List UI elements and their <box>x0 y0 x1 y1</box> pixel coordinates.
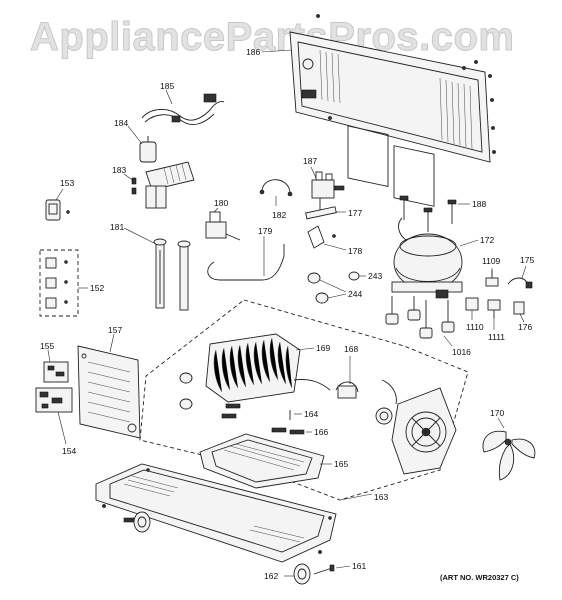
part-thermostat-wire[interactable] <box>259 179 293 197</box>
callout-162: 162 <box>264 571 278 581</box>
part-rating-plate[interactable] <box>77 345 141 439</box>
callout-164: 164 <box>304 409 318 419</box>
callout-180: 180 <box>214 198 228 208</box>
part-harness-175[interactable] <box>507 277 533 289</box>
part-capacitor-1111[interactable] <box>487 299 501 318</box>
part-drain-pan[interactable] <box>199 433 325 489</box>
callout-169: 169 <box>316 343 330 353</box>
part-fan-shroud[interactable] <box>391 387 457 475</box>
callout-177: 177 <box>348 208 362 218</box>
callout-175: 175 <box>520 255 534 265</box>
part-fan-motor[interactable] <box>335 379 397 425</box>
callout-179: 179 <box>258 226 272 236</box>
part-axle-161[interactable] <box>313 564 335 575</box>
part-screws-166[interactable] <box>271 427 305 435</box>
part-fan-blade[interactable] <box>482 430 536 481</box>
part-compressor-grommets[interactable] <box>385 296 455 339</box>
callout-152: 152 <box>90 283 104 293</box>
part-damper[interactable] <box>205 211 241 241</box>
callout-181: 181 <box>110 222 124 232</box>
callout-1111: 1111 <box>488 332 505 342</box>
callout-165: 165 <box>334 459 348 469</box>
callout-1109: 1109 <box>482 256 501 266</box>
watermark-text: AppliancePartsPros.com <box>30 15 515 59</box>
part-main-board-154[interactable] <box>35 387 73 413</box>
callout-153: 153 <box>60 178 74 188</box>
part-capacitor[interactable] <box>139 136 157 163</box>
callout-170: 170 <box>490 408 504 418</box>
callout-1016: 1016 <box>452 347 471 357</box>
callout-186: 186 <box>246 47 260 57</box>
callout-166: 166 <box>314 427 328 437</box>
callout-183: 183 <box>112 165 126 175</box>
callout-188: 188 <box>472 199 486 209</box>
callout-161: 161 <box>352 561 366 571</box>
callout-1110: 1110 <box>466 322 484 332</box>
callout-182: 182 <box>272 210 286 220</box>
callout-157: 157 <box>108 325 122 335</box>
part-coil-grommets[interactable] <box>179 372 193 410</box>
callout-178: 178 <box>348 246 362 256</box>
part-drain-tubes[interactable] <box>153 238 191 311</box>
callout-172: 172 <box>480 235 494 245</box>
part-capillary-tube[interactable] <box>207 244 285 281</box>
part-relay-assembly[interactable] <box>131 161 195 209</box>
part-screws-188[interactable] <box>399 195 457 232</box>
part-tube-177[interactable] <box>305 206 337 220</box>
callout-163: 163 <box>374 492 388 502</box>
callout-185: 185 <box>160 81 174 91</box>
callout-244: 244 <box>348 289 362 299</box>
part-compressor[interactable] <box>391 217 463 299</box>
part-valve[interactable] <box>311 171 345 212</box>
callout-243: 243 <box>368 271 382 281</box>
part-roller-162[interactable] <box>293 563 311 585</box>
part-clip[interactable] <box>45 199 70 221</box>
callout-168: 168 <box>344 344 358 354</box>
part-control-board-155[interactable] <box>43 361 69 383</box>
part-base-pan[interactable] <box>95 463 337 563</box>
callout-154: 154 <box>62 446 76 456</box>
part-grommet-243[interactable] <box>348 271 360 281</box>
callout-187: 187 <box>303 156 317 166</box>
part-wire-harness[interactable] <box>141 93 225 125</box>
callout-184: 184 <box>114 118 128 128</box>
part-clip-176[interactable] <box>513 301 525 315</box>
part-rear-cover[interactable] <box>289 14 496 207</box>
part-relay-1110[interactable] <box>465 297 479 311</box>
art-number: (ART NO. WR20327 C) <box>440 573 519 582</box>
callout-176: 176 <box>518 322 532 332</box>
part-screws-164[interactable] <box>221 403 291 420</box>
part-shelf-supports[interactable] <box>39 249 79 317</box>
part-roller-left[interactable] <box>133 511 151 533</box>
part-condenser-coil[interactable] <box>205 333 331 403</box>
part-bracket-178[interactable] <box>307 225 336 249</box>
part-grommet-244[interactable] <box>307 272 329 304</box>
callout-155: 155 <box>40 341 54 351</box>
